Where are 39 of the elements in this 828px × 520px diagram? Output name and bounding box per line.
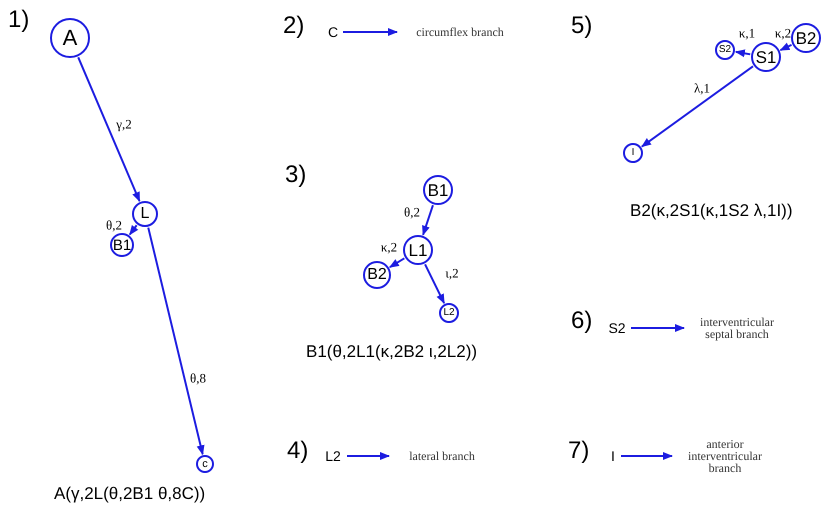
edge-label: γ,2 (116, 118, 132, 130)
node-label: L2 (322, 447, 344, 465)
node-label: C (326, 23, 340, 41)
formula: B2(κ,2S1(κ,1S2 λ,1I)) (630, 202, 793, 219)
edge-label: θ,8 (190, 372, 206, 384)
panel-number: 1) (8, 8, 30, 32)
arrow (780, 42, 792, 52)
arrow (734, 49, 750, 58)
panel-number: 6) (571, 309, 592, 333)
arrow (422, 204, 434, 236)
edge-label: κ,2 (774, 26, 792, 40)
branch-name: lateral branch (392, 447, 492, 465)
arrow (128, 224, 138, 236)
panel-number: 2) (283, 14, 304, 38)
node-label: I (608, 447, 618, 465)
panel-number: 3) (285, 163, 306, 187)
panel-number: 4) (287, 439, 308, 463)
arrow (641, 66, 754, 148)
panel-number: 5) (571, 14, 592, 38)
arrow (343, 28, 398, 36)
edge-label: ι,2 (445, 266, 459, 280)
arrow (147, 227, 204, 456)
edge-label: κ,2 (380, 240, 398, 254)
formula: B1(θ,2L1(κ,2B2 ι,2L2)) (306, 343, 478, 360)
arrow (347, 452, 390, 460)
formula: A(γ,2L(θ,2B1 θ,8C)) (54, 485, 206, 502)
arrow (631, 324, 685, 332)
panel-number: 7) (568, 439, 590, 463)
branch-name: circumflex branch (400, 23, 520, 41)
branch-name: anterior interventricular branch (675, 431, 775, 481)
node-label: S2 (606, 319, 628, 337)
arrow (621, 452, 673, 460)
branch-name: interventricular septal branch (687, 311, 787, 345)
arrow (77, 56, 140, 202)
edge-label: κ,1 (738, 26, 756, 40)
arrow (424, 264, 446, 304)
edge-label: θ,2 (404, 206, 420, 218)
edge-label: λ,1 (694, 82, 710, 94)
edge-label: θ,2 (106, 218, 122, 232)
